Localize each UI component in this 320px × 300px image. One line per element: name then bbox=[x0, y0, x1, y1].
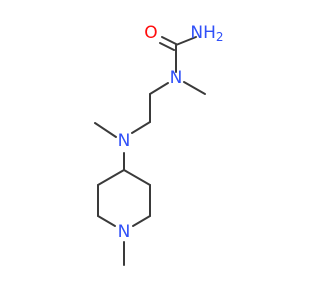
atom-n-urea: N bbox=[170, 68, 183, 88]
bond-namine-methyl bbox=[94, 122, 117, 138]
bond-ch2-namine bbox=[131, 121, 151, 134]
bond-ring-c5-c4 bbox=[97, 169, 125, 186]
bond-ring-c4-c3 bbox=[123, 169, 151, 186]
bond-c-o-2 bbox=[159, 42, 175, 51]
molecule-diagram: NH2 O N N N bbox=[94, 23, 224, 266]
bond-ring-n-c6 bbox=[97, 215, 116, 227]
bond-nurea-methyl bbox=[183, 81, 206, 95]
structure-svg: NH2 O N N N bbox=[94, 23, 224, 266]
bond-nurea-ch2 bbox=[149, 82, 169, 95]
atom-n-ring: N bbox=[118, 222, 131, 242]
atom-nh2: NH2 bbox=[190, 23, 223, 44]
atom-n-amine: N bbox=[118, 131, 131, 151]
bonds bbox=[94, 36, 206, 266]
bond-c-nh2 bbox=[175, 36, 197, 46]
atom-labels: NH2 O N N N bbox=[118, 23, 224, 242]
atom-oxygen: O bbox=[144, 23, 157, 43]
bond-ring-c2-n bbox=[132, 215, 151, 227]
bond-c-o-1 bbox=[161, 36, 177, 45]
